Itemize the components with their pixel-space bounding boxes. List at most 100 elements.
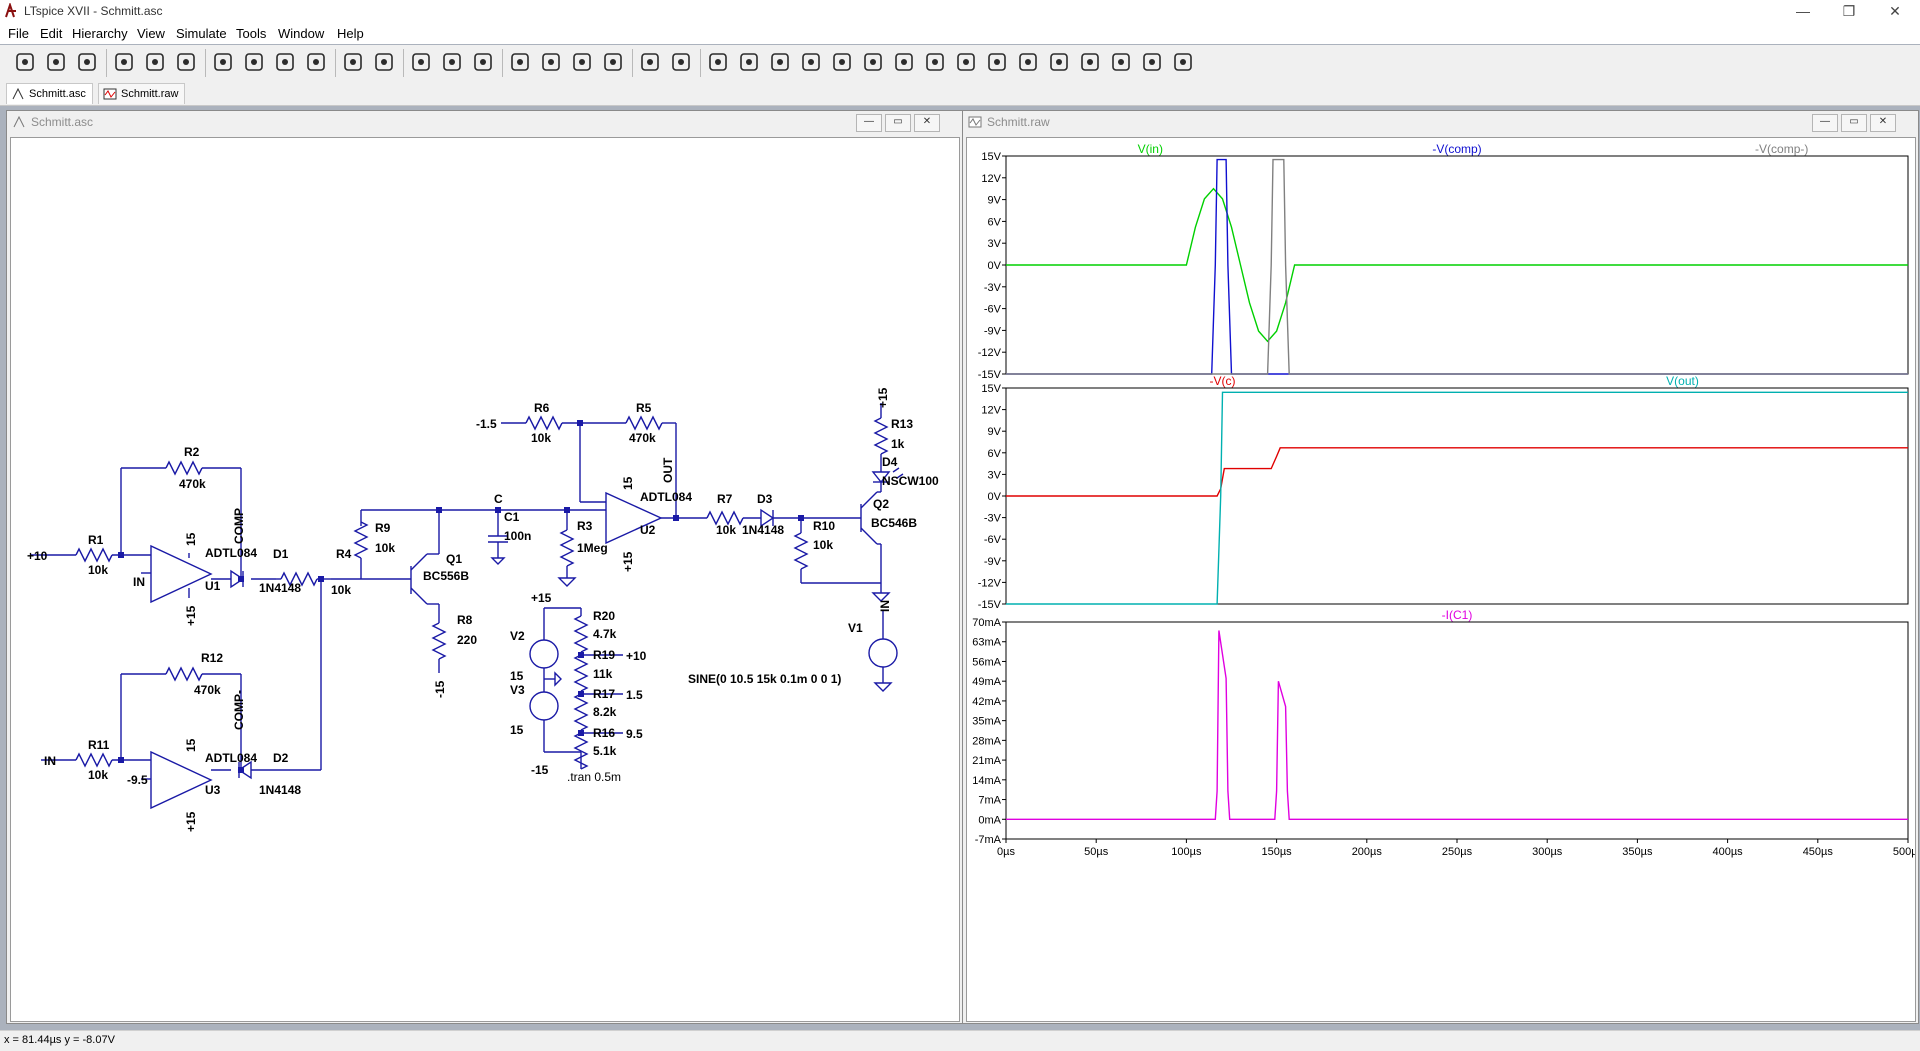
- trace-label[interactable]: -V(c): [1209, 374, 1235, 388]
- label-p15g: +15: [876, 387, 890, 408]
- paste-icon[interactable]: [569, 49, 595, 75]
- hammer-icon[interactable]: [111, 49, 137, 75]
- document-tabs: Schmitt.asc Schmitt.raw: [0, 81, 1920, 106]
- label-m15a: -15: [433, 680, 447, 698]
- capacitor-icon[interactable]: [829, 49, 855, 75]
- toolbar-separator: [700, 49, 701, 77]
- run-icon[interactable]: [12, 49, 38, 75]
- tab-schmitt-asc[interactable]: Schmitt.asc: [6, 83, 93, 104]
- label-r16: R16: [593, 726, 615, 740]
- label-icon[interactable]: [767, 49, 793, 75]
- menu-hierarchy[interactable]: Hierarchy: [72, 26, 128, 41]
- label-q1v: BC556B: [423, 569, 469, 583]
- find-icon[interactable]: [600, 49, 626, 75]
- label-r12v: 470k: [194, 683, 221, 697]
- spice-directive-icon[interactable]: [1170, 49, 1196, 75]
- label-u2: U2: [640, 523, 656, 537]
- tab-schmitt-raw[interactable]: Schmitt.raw: [98, 83, 186, 104]
- label-q2: Q2: [873, 497, 889, 511]
- inductor-icon[interactable]: [860, 49, 886, 75]
- x-tick-label: 500µs: [1893, 846, 1915, 858]
- save-icon[interactable]: [74, 49, 100, 75]
- menu-simulate[interactable]: Simulate: [176, 26, 227, 41]
- label-m15c: -15: [531, 763, 549, 777]
- zoom-in-icon[interactable]: [210, 49, 236, 75]
- close-button[interactable]: ✕: [1870, 114, 1896, 132]
- label-r6v: 10k: [531, 431, 551, 445]
- print-icon[interactable]: [637, 49, 663, 75]
- open-icon[interactable]: [43, 49, 69, 75]
- maximize-button[interactable]: ▭: [1841, 114, 1867, 132]
- cut-icon[interactable]: [507, 49, 533, 75]
- menu-tools[interactable]: Tools: [236, 26, 267, 41]
- minimize-button[interactable]: —: [856, 114, 882, 132]
- label-r5: R5: [636, 401, 652, 415]
- zoom-fit-icon[interactable]: [241, 49, 267, 75]
- menu-bar: File Edit Hierarchy View Simulate Tools …: [0, 24, 1920, 44]
- y-tick-label: 7mA: [978, 795, 1001, 807]
- rotate-icon[interactable]: [1077, 49, 1103, 75]
- schematic-window-title: Schmitt.asc: [31, 115, 94, 129]
- print-setup-icon[interactable]: [668, 49, 694, 75]
- label-p15e: 15: [621, 476, 635, 490]
- plot-pane[interactable]: [1005, 621, 1909, 840]
- waveform-plot[interactable]: 15V12V9V6V3V0V-3V-6V-9V-12V-15VV(in)-V(c…: [967, 138, 1915, 1021]
- text-icon[interactable]: [1139, 49, 1165, 75]
- minimize-button[interactable]: —: [1812, 114, 1838, 132]
- diode-icon[interactable]: [891, 49, 917, 75]
- label-r12: R12: [201, 651, 223, 665]
- runner-icon[interactable]: [142, 49, 168, 75]
- label-u2part: ADTL084: [640, 490, 692, 504]
- autorange-icon[interactable]: [371, 49, 397, 75]
- mirror-icon[interactable]: [1108, 49, 1134, 75]
- trace-label[interactable]: V(out): [1666, 374, 1699, 388]
- component-icon[interactable]: [922, 49, 948, 75]
- x-tick-label: 50µs: [1084, 846, 1109, 858]
- schematic-drawing[interactable]: +10 R1 10k IN R2 470k COMP ADTL084 U1 15…: [11, 138, 959, 1021]
- schematic-window-titlebar[interactable]: Schmitt.asc — ▭ ✕: [7, 111, 962, 133]
- menu-help[interactable]: Help: [337, 26, 364, 41]
- waveform-window-titlebar[interactable]: Schmitt.raw — ▭ ✕: [963, 111, 1918, 133]
- copy-icon[interactable]: [538, 49, 564, 75]
- resistor-icon[interactable]: [798, 49, 824, 75]
- waveform-icon[interactable]: [340, 49, 366, 75]
- trace-label[interactable]: -I(C1): [1442, 608, 1473, 622]
- label-d3v: 1N4148: [742, 523, 784, 537]
- label-v3: V3: [510, 683, 525, 697]
- menu-window[interactable]: Window: [278, 26, 325, 41]
- tile-horizontal-icon[interactable]: [408, 49, 434, 75]
- move-icon[interactable]: [953, 49, 979, 75]
- undo-icon[interactable]: [1015, 49, 1041, 75]
- label-r13v: 1k: [891, 437, 905, 451]
- drag-icon[interactable]: [984, 49, 1010, 75]
- trace-label[interactable]: -V(comp-): [1755, 142, 1808, 156]
- close-button[interactable]: ✕: [914, 114, 940, 132]
- redo-icon[interactable]: [1046, 49, 1072, 75]
- trace-label[interactable]: -V(comp): [1432, 142, 1481, 156]
- label-r6: R6: [534, 401, 550, 415]
- zoom-cancel-icon[interactable]: [303, 49, 329, 75]
- trace-label[interactable]: V(in): [1138, 142, 1163, 156]
- label-r17: R17: [593, 687, 615, 701]
- cascade-icon[interactable]: [439, 49, 465, 75]
- maximize-button[interactable]: ▭: [885, 114, 911, 132]
- pencil-icon[interactable]: [705, 49, 731, 75]
- toolbar-separator: [403, 49, 404, 77]
- ground-icon[interactable]: [736, 49, 762, 75]
- schematic-canvas[interactable]: +10 R1 10k IN R2 470k COMP ADTL084 U1 15…: [10, 137, 960, 1022]
- schematic-icon: [13, 115, 25, 128]
- menu-edit[interactable]: Edit: [40, 26, 63, 41]
- tile-vertical-icon[interactable]: [470, 49, 496, 75]
- label-r3v: 1Meg: [577, 541, 608, 555]
- menu-view[interactable]: View: [137, 26, 165, 41]
- trace-line: [1006, 158, 1908, 375]
- minimize-button[interactable]: —: [1796, 3, 1810, 19]
- close-button[interactable]: ✕: [1889, 3, 1901, 19]
- zoom-out-icon[interactable]: [272, 49, 298, 75]
- hand-icon[interactable]: [173, 49, 199, 75]
- restore-button[interactable]: ❐: [1842, 3, 1856, 19]
- label-r16v: 5.1k: [593, 744, 617, 758]
- menu-file[interactable]: File: [8, 26, 29, 41]
